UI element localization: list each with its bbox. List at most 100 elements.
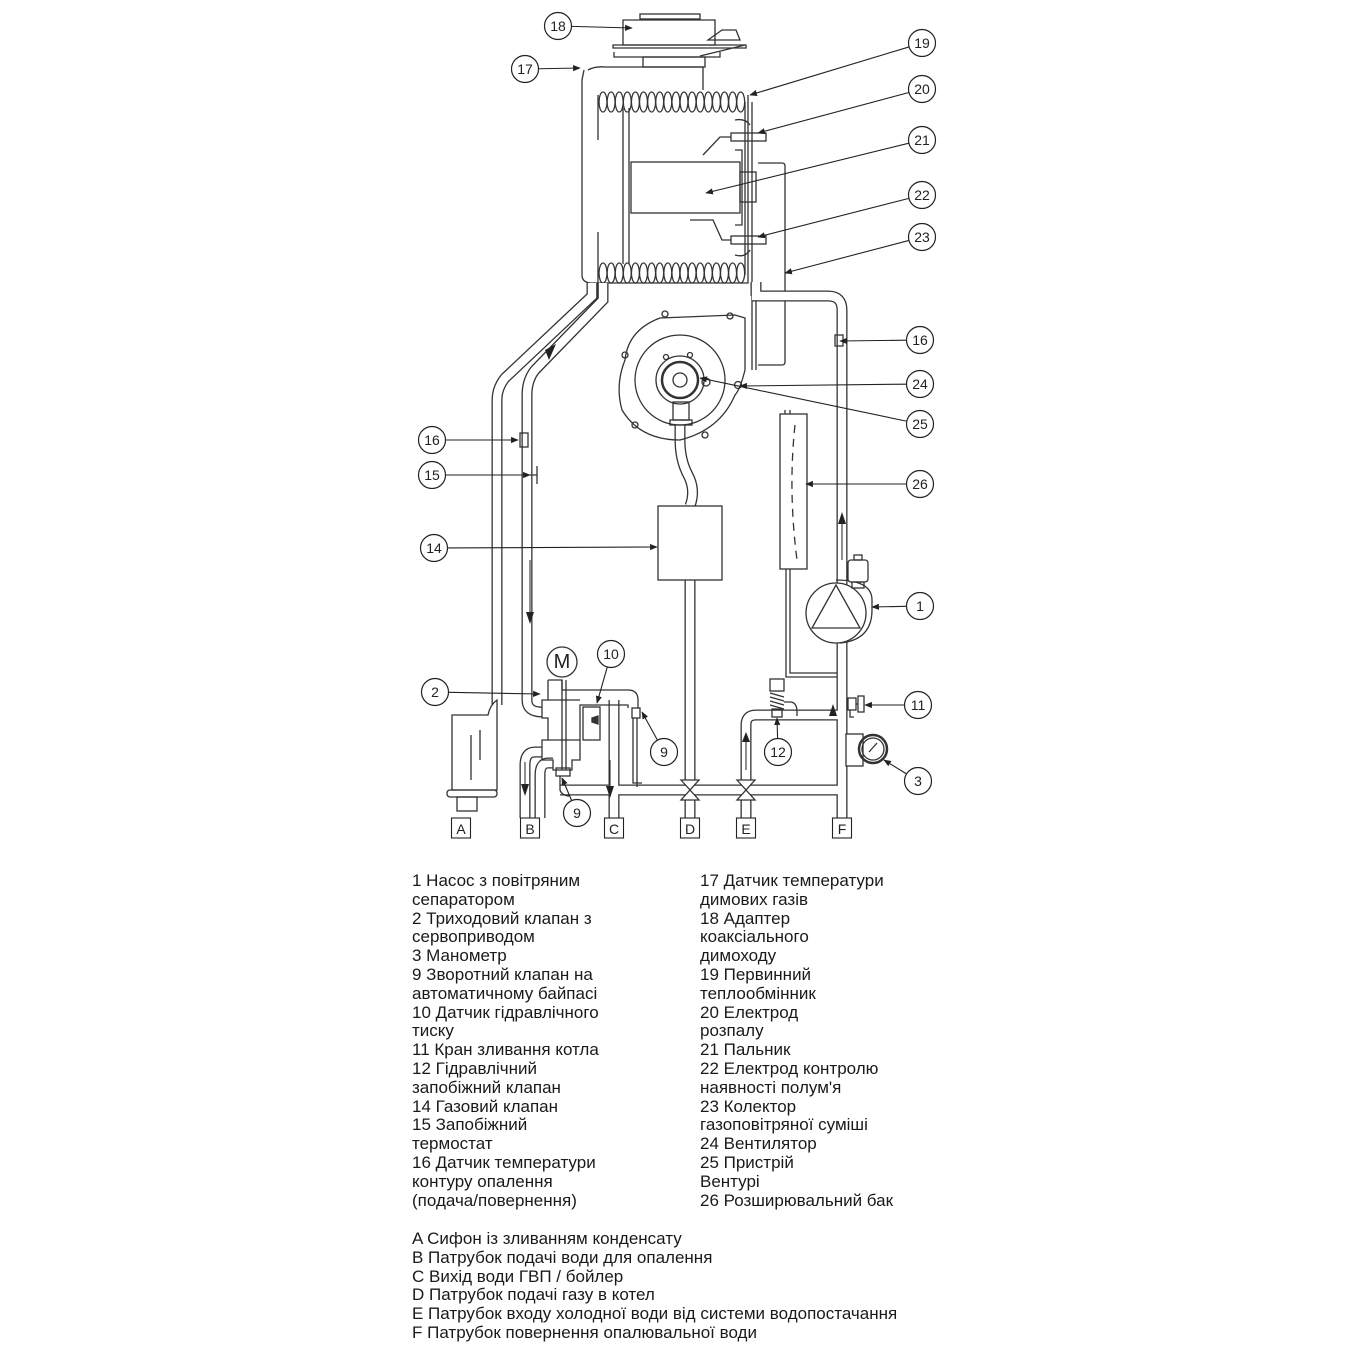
callout-number: 23 xyxy=(914,229,930,245)
callout-circle xyxy=(907,222,937,252)
port-label: C xyxy=(609,821,619,837)
port-F: F xyxy=(831,817,853,839)
callout-circle xyxy=(419,533,449,563)
legend-item: 15 Запобіжний термостат xyxy=(412,1115,528,1154)
callout-circle xyxy=(907,125,937,155)
callout-21: 21 xyxy=(705,125,937,195)
callout-number: 1 xyxy=(916,598,924,614)
callout-10: 10 xyxy=(595,639,626,704)
callout-leader xyxy=(757,92,909,135)
cold-water-cock xyxy=(735,779,757,801)
expansion-vessel xyxy=(779,410,837,678)
legend-item: F Патрубок повернення опалювальної води xyxy=(412,1322,757,1342)
callout-number: 17 xyxy=(517,61,533,77)
callout-circle xyxy=(905,469,935,499)
port-label: E xyxy=(741,821,750,837)
callout-9: 9 xyxy=(641,711,679,767)
callout-12: 12 xyxy=(763,717,793,767)
manometer xyxy=(845,733,889,767)
gas-valve xyxy=(657,505,723,581)
callout-number: 26 xyxy=(912,476,928,492)
callout-19: 19 xyxy=(749,28,937,96)
three-way-valve xyxy=(541,679,639,797)
condensate-trap xyxy=(446,698,498,812)
callout-leader xyxy=(757,197,909,239)
callout-22: 22 xyxy=(757,180,937,239)
callout-number: 9 xyxy=(573,805,581,821)
callout-number: 2 xyxy=(431,684,439,700)
callout-number: 22 xyxy=(914,187,930,203)
motor-label: M xyxy=(554,651,571,673)
temperature-sensor-supply xyxy=(519,432,529,448)
legend-item: 19 Первинний теплообмінник xyxy=(700,964,816,1003)
legend-item: C Вихід води ГВП / бойлер xyxy=(412,1266,624,1286)
callout-23: 23 xyxy=(784,222,937,275)
fan xyxy=(618,310,746,441)
callout-circle xyxy=(903,690,933,720)
callout-circle xyxy=(907,28,937,58)
flue-adapter xyxy=(612,13,747,68)
callout-18: 18 xyxy=(543,11,633,41)
callout-circle xyxy=(905,591,935,621)
callout-leader xyxy=(774,717,781,739)
callout-number: 25 xyxy=(912,416,928,432)
callout-number: 12 xyxy=(770,744,786,760)
legend-item: 21 Пальник xyxy=(700,1040,791,1060)
callout-circle xyxy=(649,737,679,767)
gas-cock xyxy=(679,779,701,801)
callout-25: 25 xyxy=(699,376,935,439)
callout-leader xyxy=(561,777,572,801)
callout-circle xyxy=(905,409,935,439)
legend-item: 20 Електрод розпалу xyxy=(700,1002,799,1041)
callout-leader xyxy=(699,376,907,422)
callout-9: 9 xyxy=(561,777,592,828)
boiler-schematic: M 18171920212223162425261615141102119123… xyxy=(417,11,937,839)
legend-item: 22 Електрод контролю наявності полум'я xyxy=(700,1058,879,1097)
port-label: B xyxy=(525,821,534,837)
gas-air-collector xyxy=(758,162,786,366)
callout-number: 11 xyxy=(911,697,926,713)
port-A: A xyxy=(450,817,472,839)
callout-leader xyxy=(571,24,633,31)
callout-circle xyxy=(905,325,935,355)
callout-leader xyxy=(749,46,909,96)
callout-circle xyxy=(907,180,937,210)
callout-1: 1 xyxy=(871,591,935,621)
legend-item: 9 Зворотний клапан на автоматичному байп… xyxy=(412,964,598,1003)
bypass-check-valve xyxy=(631,707,642,787)
callout-circle xyxy=(903,766,933,796)
callout-14: 14 xyxy=(419,533,658,563)
port-label: F xyxy=(838,821,847,837)
legend-item: A Сифон із зливанням конденсату xyxy=(412,1229,682,1248)
callout-number: 16 xyxy=(912,332,928,348)
callout-number: 21 xyxy=(914,132,930,148)
callout-number: 18 xyxy=(550,18,566,34)
legend-item: 3 Манометр xyxy=(412,946,507,966)
legend-item: 16 Датчик температури контуру опалення (… xyxy=(412,1152,596,1210)
legend-item: 2 Триходовий клапан з сервоприводом xyxy=(412,908,592,947)
motor xyxy=(546,646,578,678)
callout-16: 16 xyxy=(839,325,935,355)
callout-circle xyxy=(417,460,447,490)
ignition-electrode xyxy=(702,118,767,156)
callout-circle xyxy=(596,639,626,669)
callout-circle xyxy=(907,74,937,104)
pipe-outline xyxy=(740,709,842,818)
callout-circle xyxy=(420,677,450,707)
callout-leader xyxy=(739,382,907,390)
legend-item: 18 Адаптер коаксіального димоходу xyxy=(700,908,809,966)
callout-2: 2 xyxy=(420,677,541,707)
burner xyxy=(630,149,757,226)
callout-number: 9 xyxy=(660,744,668,760)
callout-leader xyxy=(595,667,608,704)
callout-circle xyxy=(763,737,793,767)
callout-24: 24 xyxy=(739,369,935,399)
callout-circle xyxy=(417,425,447,455)
callout-leader xyxy=(705,142,909,195)
callout-leader xyxy=(448,690,541,697)
callout-number: 20 xyxy=(914,81,930,97)
port-D: D xyxy=(679,817,701,839)
port-label: D xyxy=(685,821,695,837)
